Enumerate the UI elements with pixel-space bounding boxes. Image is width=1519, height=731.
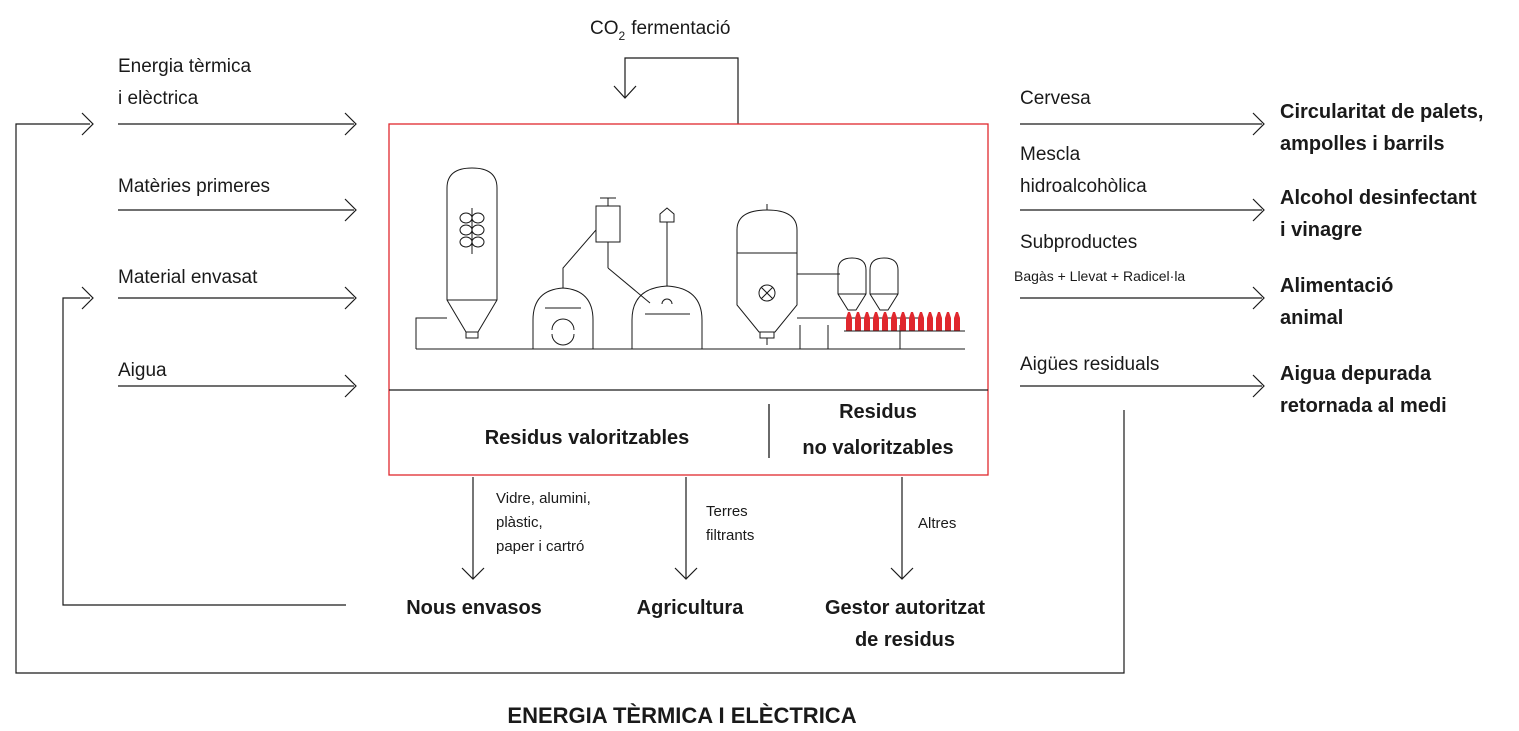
output-aigues: Aigües residuals — [1020, 354, 1159, 375]
footer-energia: ENERGIA TÈRMICA I ELÈCTRICA — [507, 703, 856, 726]
output-mescla-line1: Mescla — [1020, 144, 1081, 165]
floor-segment — [415, 317, 447, 349]
input-aigua: Aigua — [118, 360, 167, 381]
grain-silo-icon — [446, 167, 498, 339]
bottom-flows: Vidre, alumini, plàstic, paper i cartró … — [406, 477, 985, 651]
process-box-border — [388, 123, 989, 476]
residus-valoritzables: Residus valoritzables — [485, 427, 690, 449]
destinations: Circularitat de palets, ampolles i barri… — [1280, 101, 1483, 417]
co2-loop-line — [624, 57, 739, 124]
input-envasat: Material envasat — [118, 267, 258, 288]
input-energia-line1: Energia tèrmica — [118, 56, 251, 77]
process-box: Residus valoritzables Residus no valorit… — [388, 123, 989, 476]
flow-vidre-line3: paper i cartró — [496, 538, 584, 555]
flow-terres-line2: filtrants — [706, 527, 754, 544]
arrow-head — [674, 567, 698, 580]
residus-no-val-line1: Residus — [839, 401, 917, 423]
dest-aigua-line2: retornada al medi — [1280, 395, 1447, 417]
inputs: Energia tèrmica i elèctrica Matèries pri… — [118, 56, 357, 398]
output-mescla-line2: hidroalcohòlica — [1020, 176, 1147, 197]
arrow-head — [1252, 112, 1265, 136]
brew-kettle-icon — [631, 207, 703, 349]
arrow-head — [81, 286, 94, 310]
output-subproductes-detail: Bagàs + Llevat + Radicel·la — [1014, 268, 1185, 284]
dest-agricultura: Agricultura — [637, 597, 745, 619]
dest-aigua-line1: Aigua depurada — [1280, 363, 1432, 385]
flow-altres: Altres — [918, 515, 956, 532]
dest-alcohol-line2: i vinagre — [1280, 219, 1362, 241]
arrow-head — [1252, 198, 1265, 222]
flow-vidre-line2: plàstic, — [496, 514, 543, 531]
co2-arrow-head — [613, 85, 637, 99]
dest-nous-envasos: Nous envasos — [406, 597, 542, 619]
flow-terres-line1: Terres — [706, 503, 748, 520]
input-energia-line2: i elèctrica — [118, 88, 199, 109]
brewery-illustration — [415, 167, 965, 350]
output-subproductes: Subproductes — [1020, 232, 1137, 253]
bottle-line-icon — [844, 312, 965, 332]
output-cervesa: Cervesa — [1020, 88, 1091, 109]
arrow-head — [344, 374, 357, 398]
arrow-head — [344, 286, 357, 310]
dest-gestor-line1: Gestor autoritzat — [825, 597, 985, 619]
residus-no-val-line2: no valoritzables — [802, 437, 953, 459]
flow-vidre-line1: Vidre, alumini, — [496, 490, 591, 507]
bright-beer-tanks-icon — [837, 257, 899, 311]
feedback-loops — [15, 112, 1125, 674]
dest-gestor-line2: de residus — [855, 629, 955, 651]
input-materies: Matèries primeres — [118, 176, 270, 197]
energy-loop-line — [15, 123, 1125, 674]
arrow-head — [344, 112, 357, 136]
packaging-loop-line — [62, 297, 346, 606]
arrow-head — [344, 198, 357, 222]
arrow-head — [890, 567, 914, 580]
arrow-head — [81, 112, 94, 136]
dest-alimentacio-line2: animal — [1280, 307, 1343, 329]
dest-alcohol-line1: Alcohol desinfectant — [1280, 187, 1477, 209]
mash-tun-icon — [532, 197, 651, 349]
arrow-head — [1252, 286, 1265, 310]
dest-alimentacio-line1: Alimentació — [1280, 275, 1393, 297]
dest-circularitat-line2: ampolles i barrils — [1280, 133, 1445, 155]
arrow-head — [461, 567, 485, 580]
arrow-head — [1252, 374, 1265, 398]
dest-circularitat-line1: Circularitat de palets, — [1280, 101, 1483, 123]
outputs: Cervesa Mescla hidroalcohòlica Subproduc… — [1014, 88, 1265, 398]
